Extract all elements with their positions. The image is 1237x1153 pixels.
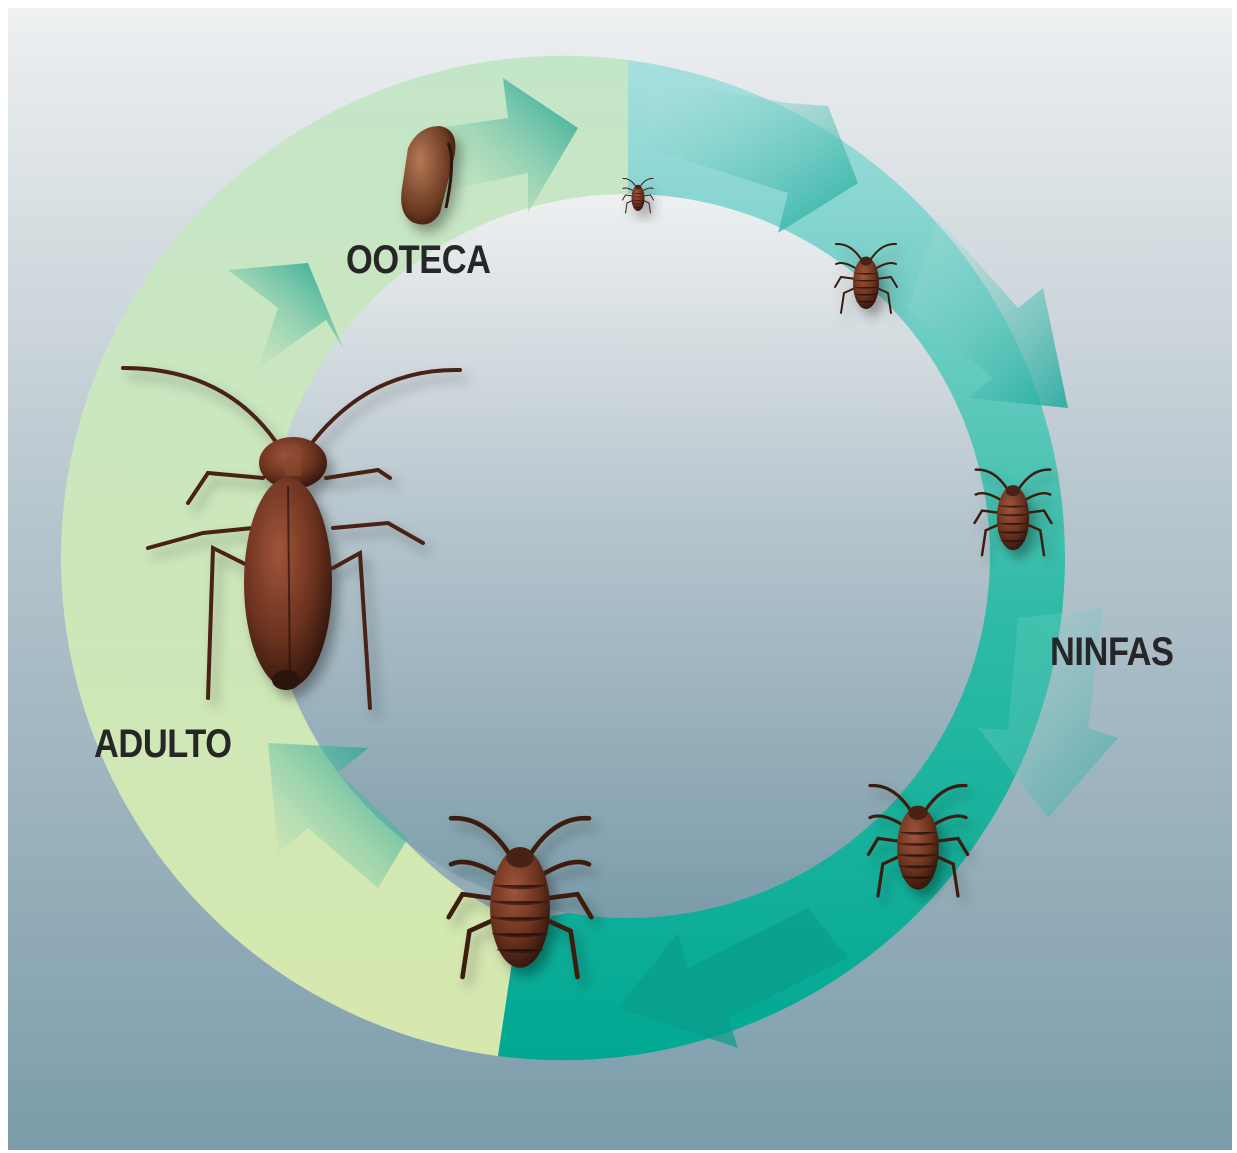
label-adulto: ADULTO xyxy=(94,724,232,764)
label-ooteca: OOTECA xyxy=(346,240,491,280)
label-ninfas: NINFAS xyxy=(1050,632,1174,672)
life-cycle-diagram: OOTECA NINFAS ADULTO xyxy=(8,8,1232,1150)
